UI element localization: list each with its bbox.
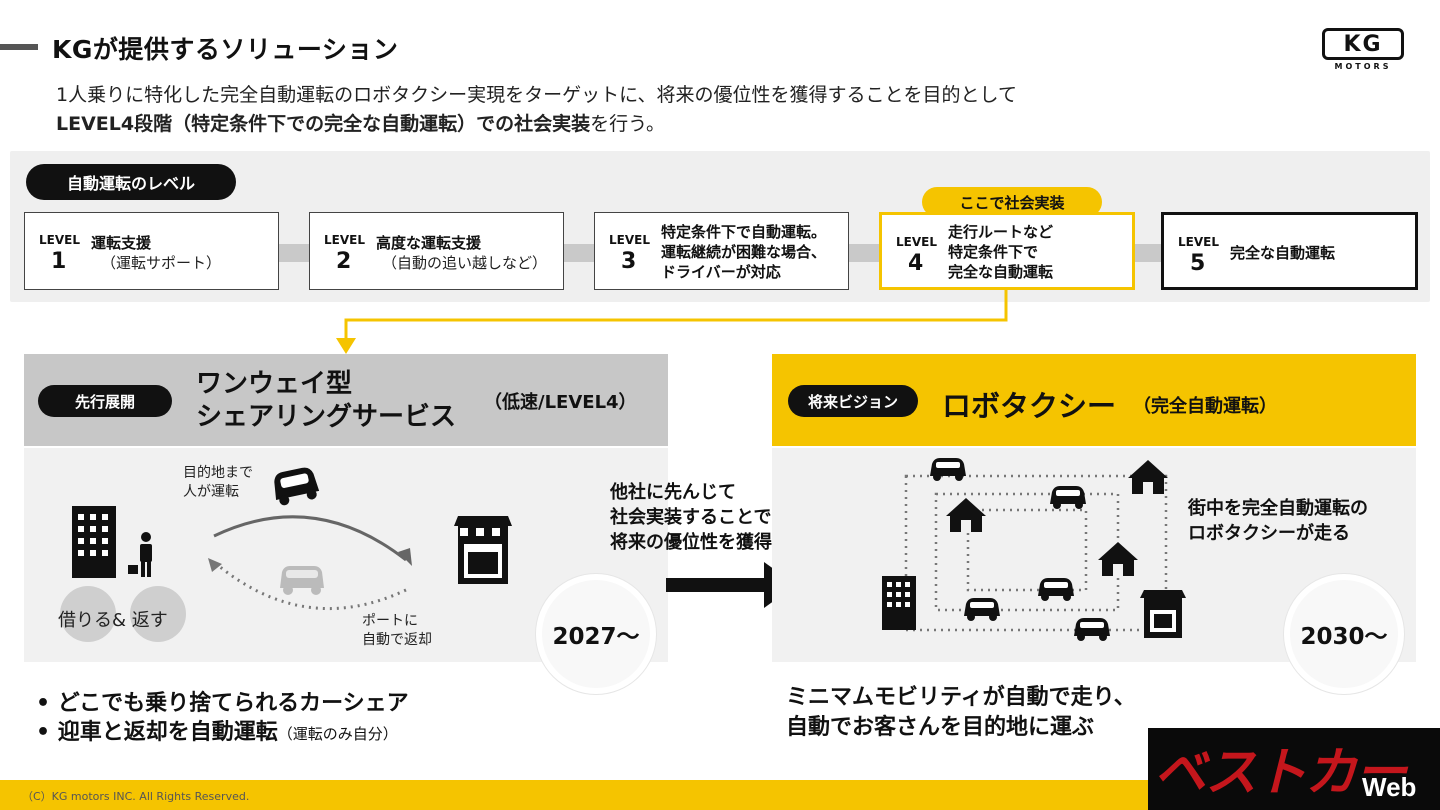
- subtitle-bold: LEVEL4段階（特定条件下での完全な自動運転）での社会実装: [56, 113, 591, 135]
- sharing-service-note: （低速/LEVEL4）: [484, 392, 637, 413]
- level-title: 高度な運転支援: [376, 234, 482, 252]
- bullet-2-text: 迎車と返却を自動運転: [57, 720, 278, 745]
- bullet-dot: •: [36, 720, 58, 745]
- drive-label: 目的地まで 人が運転: [183, 464, 253, 502]
- level-word: LEVEL: [1178, 235, 1219, 249]
- robotaxi-desc-line-1: 街中を完全自動運転の: [1188, 498, 1368, 519]
- level-3-box: LEVEL 3 特定条件下で自動運転。 運転継続が困難な場合、 ドライバーが対応: [594, 212, 849, 290]
- level-number: 5: [1190, 251, 1206, 276]
- subtitle-line-2: LEVEL4段階（特定条件下での完全な自動運転）での社会実装を行う。: [56, 109, 665, 136]
- car-icon: [930, 458, 1110, 641]
- store-icon: [454, 516, 512, 584]
- logo-mark: KG: [1322, 28, 1404, 60]
- house-icon: [946, 460, 1168, 576]
- level-number: 3: [621, 249, 637, 274]
- level-5-box: LEVEL 5 完全な自動運転: [1161, 212, 1418, 290]
- bullet-item: • 迎車と返却を自動運転（運転のみ自分）: [36, 714, 398, 746]
- level-title-line-1: 特定条件下で自動運転。: [661, 223, 827, 241]
- bullet-item: • どこでも乗り捨てられるカーシェア: [36, 685, 409, 717]
- strategy-statement: 他社に先んじて 社会実装することで 将来の優位性を獲得: [610, 480, 772, 555]
- bullet-2-note: （運転のみ自分）: [277, 725, 398, 743]
- levels-heading: 自動運転のレベル: [26, 164, 236, 200]
- car-icon-gray: [280, 566, 324, 595]
- year-badge-2030: 2030〜: [1284, 574, 1404, 694]
- advance-rollout-tag: 先行展開: [38, 385, 172, 417]
- bullet-dot: •: [36, 691, 58, 716]
- robotaxi-note: （完全自動運転）: [1133, 396, 1277, 417]
- return-label-line-2: 自動で返却: [362, 632, 432, 648]
- level-word: LEVEL: [896, 235, 937, 249]
- robotaxi-summary-line-1: ミニマムモビリティが自動で走り、: [786, 685, 1136, 710]
- robotaxi-description: 街中を完全自動運転の ロボタクシーが走る: [1188, 496, 1368, 546]
- level4-pointer-arrow: [336, 290, 1008, 354]
- robotaxi-title: ロボタクシー: [942, 389, 1117, 423]
- level-word: LEVEL: [324, 233, 365, 247]
- title-accent-bar: [0, 44, 38, 50]
- sharing-title-line-2: シェアリングサービス: [196, 402, 457, 432]
- building-icon: [882, 576, 916, 630]
- level-title-line-2: 特定条件下で: [948, 243, 1039, 261]
- page-title: KGが提供するソリューション: [52, 35, 399, 64]
- return-label-line-1: ポートに: [362, 613, 418, 629]
- store-icon: [1140, 590, 1186, 638]
- level-number: 2: [336, 249, 352, 274]
- level-connector: [563, 244, 595, 262]
- level-title-line-3: 完全な自動運転: [948, 263, 1054, 281]
- level-connector: [848, 244, 880, 262]
- robotaxi-city-map: [882, 458, 1186, 641]
- level-number: 4: [908, 251, 924, 276]
- sharing-service-title: ワンウェイ型 シェアリングサービス: [196, 368, 456, 434]
- sharing-flow-diagram: [60, 467, 512, 642]
- year-badge-2027: 2027〜: [536, 574, 656, 694]
- strategy-line-2: 社会実装することで: [610, 507, 772, 528]
- level-connector: [1134, 244, 1162, 262]
- copyright-text: （C）KG motors INC. All Rights Reserved.: [22, 790, 250, 803]
- future-vision-tag: 将来ビジョン: [788, 385, 918, 417]
- level-title: 完全な自動運転: [1230, 244, 1336, 262]
- person-icon: [128, 532, 152, 577]
- robotaxi-summary: ミニマムモビリティが自動で走り、 自動でお客さんを目的地に運ぶ: [786, 683, 1136, 743]
- car-icon: [274, 467, 320, 506]
- subtitle-rest: を行う。: [590, 113, 665, 135]
- level-1-box: LEVEL 1 運転支援 （運転サポート）: [24, 212, 279, 290]
- level-word: LEVEL: [39, 233, 80, 247]
- logo-subtext: MOTORS: [1334, 62, 1392, 71]
- level-title-line-3: ドライバーが対応: [661, 263, 781, 281]
- rent-return-label: 借りる& 返す: [58, 610, 168, 631]
- level-note: （運転サポート）: [101, 254, 222, 272]
- bullet-1-text: どこでも乗り捨てられるカーシェア: [57, 691, 409, 716]
- level-word: LEVEL: [609, 233, 650, 247]
- strategy-line-3: 将来の優位性を獲得: [610, 532, 772, 553]
- sharing-title-line-1: ワンウェイ型: [196, 369, 353, 399]
- level-4-box: LEVEL 4 走行ルートなど 特定条件下で 完全な自動運転: [879, 212, 1135, 290]
- level-title-line-2: 運転継続が困難な場合、: [661, 243, 827, 261]
- level-note: （自動の追い越しなど）: [382, 254, 548, 272]
- robotaxi-summary-line-2: 自動でお客さんを目的地に運ぶ: [786, 715, 1095, 740]
- return-label: ポートに 自動で返却: [362, 612, 432, 650]
- watermark-web: Web: [1362, 772, 1417, 802]
- drive-label-line-1: 目的地まで: [183, 465, 253, 481]
- kg-motors-logo: KG MOTORS: [1322, 28, 1404, 72]
- bestcar-web-watermark: ベストカー Web: [1148, 728, 1440, 810]
- drive-label-line-2: 人が運転: [183, 484, 239, 500]
- level-connector: [278, 244, 310, 262]
- watermark-main: ベストカー: [1154, 743, 1407, 803]
- level-number: 1: [51, 249, 67, 274]
- level-title-line-1: 走行ルートなど: [948, 223, 1054, 241]
- subtitle-line-1: 1人乗りに特化した完全自動運転のロボタクシー実現をターゲットに、将来の優位性を獲…: [56, 84, 1017, 106]
- level-title: 運転支援: [91, 234, 152, 252]
- robotaxi-desc-line-2: ロボタクシーが走る: [1188, 523, 1350, 544]
- building-icon: [72, 506, 116, 578]
- level-2-box: LEVEL 2 高度な運転支援 （自動の追い越しなど）: [309, 212, 564, 290]
- strategy-line-1: 他社に先んじて: [610, 482, 736, 503]
